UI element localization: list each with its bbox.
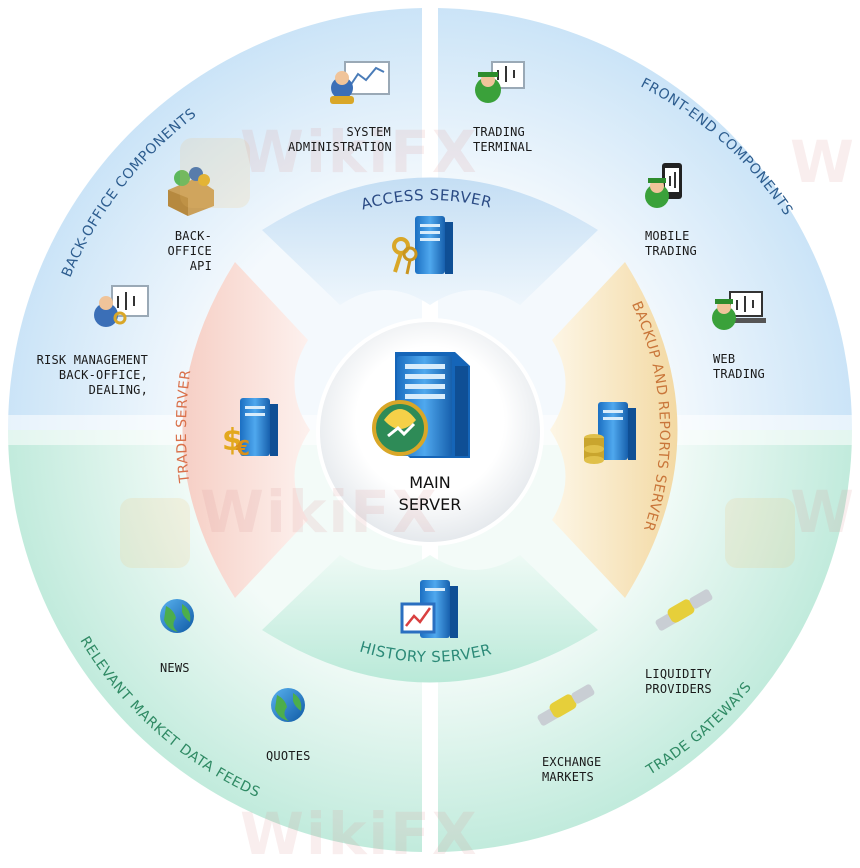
system-administration-icon[interactable] <box>330 61 390 104</box>
main-server-label: MAIN SERVER <box>370 472 490 516</box>
back-office-api-icon[interactable] <box>168 167 214 216</box>
web-trading-icon[interactable] <box>712 291 766 330</box>
mobile-trading-icon[interactable] <box>645 163 682 208</box>
outer-quadrant-bottom-right <box>438 430 852 852</box>
exchange-markets-icon[interactable] <box>536 683 595 726</box>
quotes-globe-icon[interactable] <box>271 688 305 722</box>
svg-text:$: $ <box>222 423 243 458</box>
trade-server-icon: $ € <box>222 398 278 460</box>
liquidity-providers-icon[interactable] <box>654 588 713 631</box>
news-label: NEWS <box>160 661 190 675</box>
main-server-icon <box>372 352 470 458</box>
outer-quadrant-top-right <box>438 8 853 430</box>
history-server-icon <box>400 580 458 638</box>
outer-quadrant-bottom-left <box>7 430 422 852</box>
main-server-label-line2: SERVER <box>398 495 462 514</box>
quotes-label: QUOTES <box>266 749 311 763</box>
risk-management-icon[interactable] <box>94 285 149 327</box>
main-server-label-line1: MAIN <box>409 473 451 492</box>
svg-text:€: € <box>235 436 250 460</box>
trade-server-label: TRADE SERVER <box>174 369 194 485</box>
backup-server-icon <box>584 402 636 464</box>
trading-terminal-icon[interactable] <box>475 61 525 103</box>
access-server-icon <box>392 216 453 275</box>
news-globe-icon[interactable] <box>160 599 194 633</box>
